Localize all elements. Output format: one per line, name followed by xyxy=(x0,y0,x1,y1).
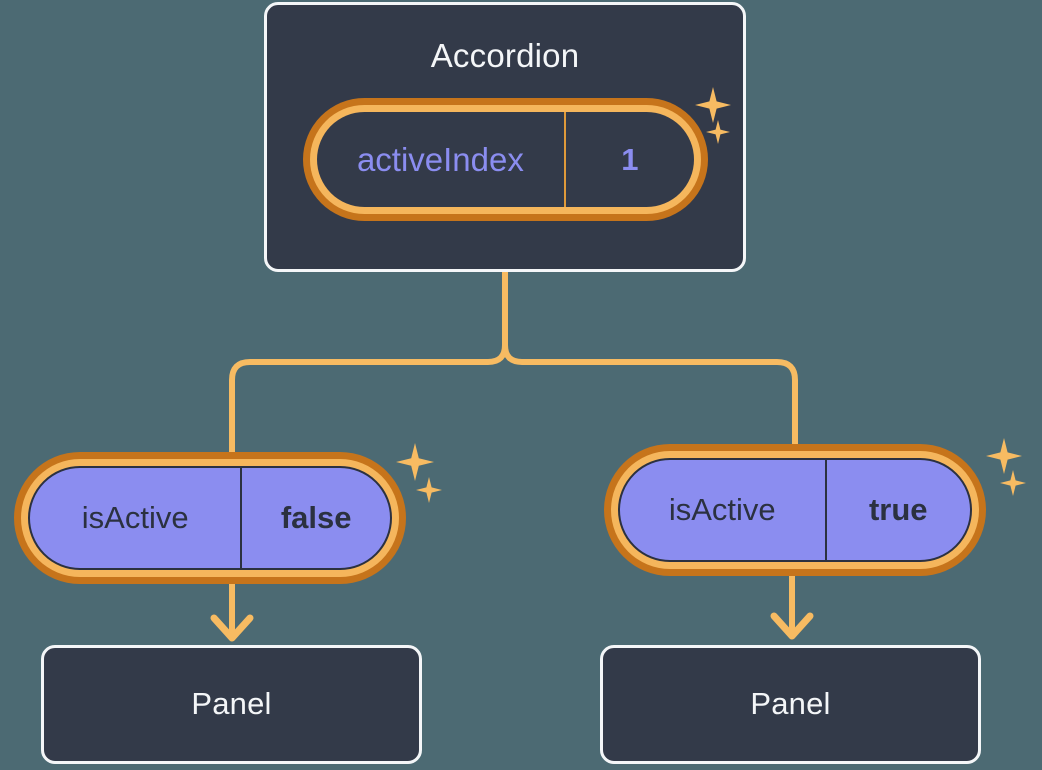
arrowhead-left xyxy=(210,614,254,642)
state-value-label: 1 xyxy=(621,141,639,177)
component-title-panel-right: Panel xyxy=(750,686,831,721)
connector-trunk-split xyxy=(229,269,508,455)
sparkle-right-small-icon xyxy=(1000,470,1026,496)
sparkle-left-small-icon xyxy=(416,477,442,503)
pill-ring-inner: isActive true xyxy=(611,451,979,569)
pill-ring-outer: isActive false xyxy=(14,452,406,584)
prop-key-label: isActive xyxy=(620,460,827,560)
component-title-panel-left: Panel xyxy=(191,686,272,721)
prop-value-label: true xyxy=(868,492,928,527)
prop-pill-isactive-true[interactable]: isActive true xyxy=(604,444,986,576)
prop-pill-isactive-false[interactable]: isActive false xyxy=(14,452,406,584)
pill-core: isActive true xyxy=(618,458,972,562)
pill-ring-inner: isActive false xyxy=(21,459,399,577)
component-box-panel-right[interactable]: Panel xyxy=(600,645,981,764)
component-box-panel-left[interactable]: Panel xyxy=(41,645,422,764)
pill-ring-outer: isActive true xyxy=(604,444,986,576)
arrowhead-right xyxy=(770,612,814,640)
pill-ring-outer: activeIndex 1 xyxy=(303,98,708,221)
prop-value-label: false xyxy=(280,500,352,535)
pill-core: activeIndex 1 xyxy=(317,112,694,207)
connector-branch-right xyxy=(502,342,798,447)
pill-core: isActive false xyxy=(28,466,392,570)
state-pill-activeindex[interactable]: activeIndex 1 xyxy=(303,98,708,221)
pill-ring-inner: activeIndex 1 xyxy=(310,105,701,214)
sparkle-right-large-icon xyxy=(986,438,1022,474)
prop-key-label: isActive xyxy=(30,468,243,568)
sparkle-left-large-icon xyxy=(396,443,434,481)
component-title-accordion: Accordion xyxy=(430,37,580,74)
state-key-label: activeIndex xyxy=(317,112,566,207)
